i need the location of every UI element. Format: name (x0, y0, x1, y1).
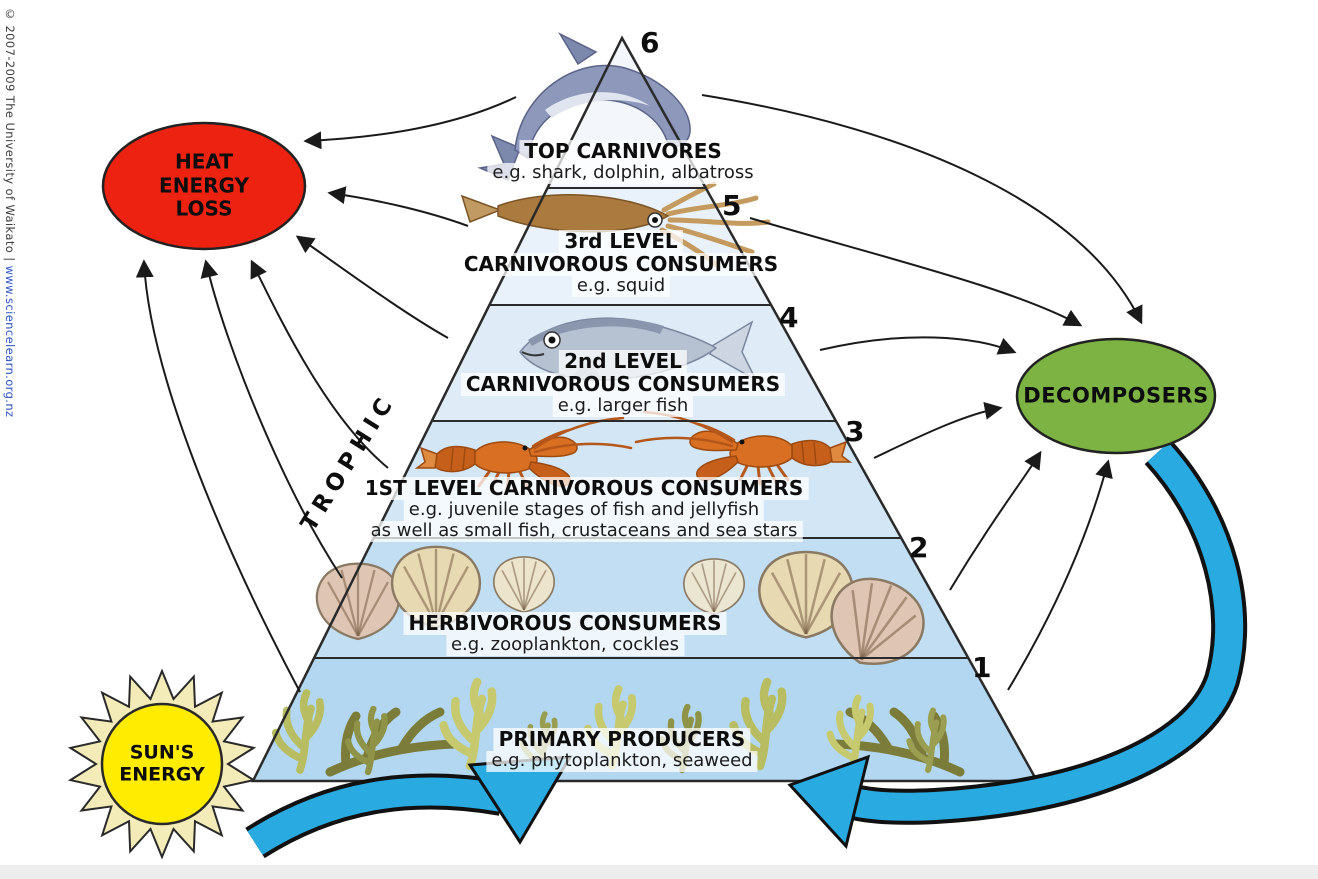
decomposer-arrow-from-level-3 (873, 401, 1003, 459)
sun-circle (100, 702, 224, 826)
decomposer-arrow-from-level-6 (701, 94, 1143, 325)
heat-arrow-from-level-1 (135, 259, 301, 693)
level-number-6: 6 (640, 26, 660, 59)
level-label-2nd-carnivorous: 2nd LEVEL CARNIVOROUS CONSUMERS e.g. lar… (460, 349, 786, 418)
level-number-5: 5 (722, 189, 742, 222)
decomposer-arrow-from-level-4 (819, 336, 1017, 355)
decomposer-arrow-from-level-1 (1007, 459, 1113, 691)
sun-energy-arrow (245, 755, 573, 859)
level-label-herbivorous: HERBIVOROUS CONSUMERS e.g. zooplankton, … (403, 611, 727, 657)
level-label-top-carnivores: TOP CARNIVORES e.g. shark, dolphin, alba… (487, 139, 759, 185)
decomposer-arrow-from-level-2 (949, 450, 1042, 591)
level-number-2: 2 (909, 531, 929, 564)
decomposer-arrows (701, 94, 1143, 691)
copyright-url-link[interactable]: www.sciencelearn.org.nz (3, 265, 17, 418)
heat-arrow-from-level-5 (327, 186, 469, 227)
decomposer-recycle-arrow (787, 439, 1248, 850)
heat-energy-loss-ellipse (101, 121, 307, 251)
heat-arrow-from-level-2 (200, 259, 343, 579)
level-number-3: 3 (845, 415, 865, 448)
heat-loss-arrows (135, 96, 517, 693)
decomposers-ellipse (1015, 337, 1217, 455)
heat-arrow-from-level-3 (250, 259, 389, 469)
decomposer-arrow-from-level-5 (749, 217, 1083, 327)
heat-arrow-from-level-6 (303, 96, 517, 150)
suns-energy-label: SUN'S ENERGY (119, 741, 205, 786)
copyright-text: © 2007-2009 The University of Waikato | (3, 7, 17, 266)
level-label-1st-carnivorous: 1ST LEVEL CARNIVOROUS CONSUMERS e.g. juv… (359, 476, 809, 542)
decomposers-label: DECOMPOSERS (1023, 383, 1209, 408)
level-label-3rd-carnivorous: 3rd LEVEL CARNIVOROUS CONSUMERS e.g. squ… (458, 229, 784, 298)
pyramid-outline (250, 35, 1040, 783)
sun-illustration (67, 668, 257, 860)
heat-arrow-from-level-4 (295, 235, 449, 339)
heat-energy-loss-label: HEAT ENERGY LOSS (159, 149, 249, 221)
level-number-1: 1 (972, 651, 992, 684)
copyright-notice: © 2007-2009 The University of Waikato | … (3, 7, 17, 417)
page-bottom-strip (0, 865, 1318, 879)
decomposer-recycle-arrowhead (787, 754, 871, 850)
level-number-4: 4 (779, 301, 799, 334)
level-label-primary-producers: PRIMARY PRODUCERS e.g. phytoplankton, se… (486, 727, 758, 773)
